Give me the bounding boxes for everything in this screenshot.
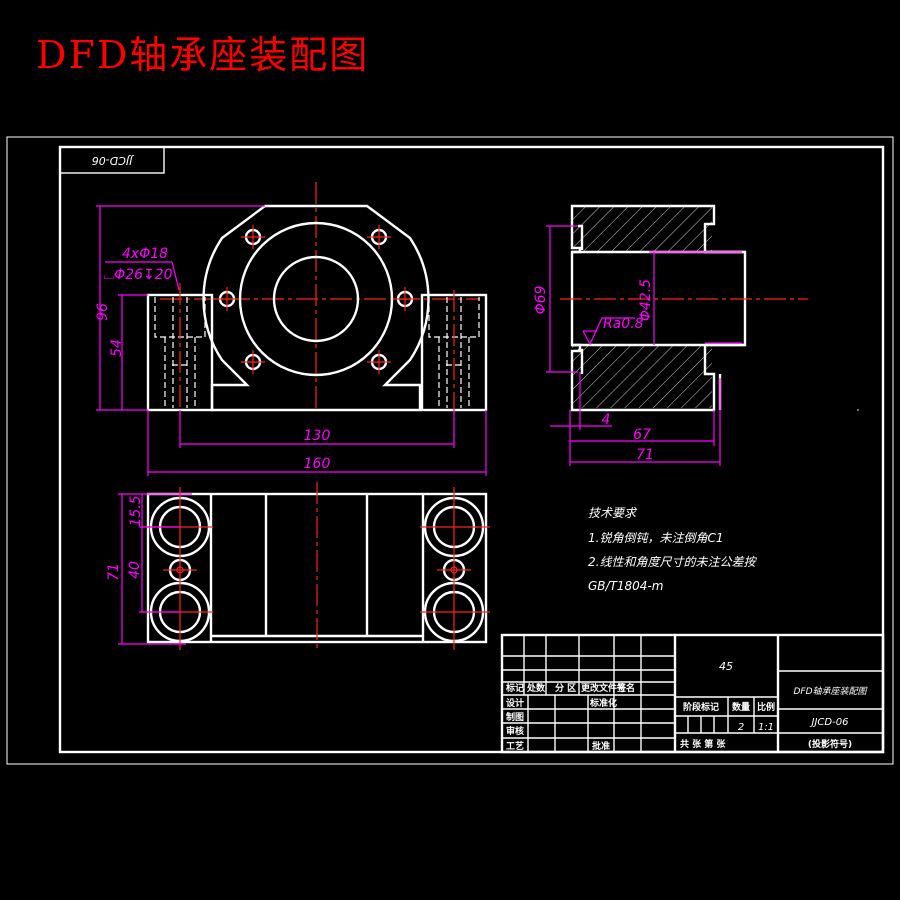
tb-projection: (投影符号) xyxy=(808,738,852,750)
right-bolt-group xyxy=(420,487,490,650)
bolt-holes xyxy=(215,225,417,374)
dim-edge: 15.5 xyxy=(128,495,144,526)
tech-line-2: 2.线性和角度尺寸的未注公差按 xyxy=(588,555,757,569)
dim-length-total: 71 xyxy=(636,447,654,463)
dim-spacing: 40 xyxy=(127,561,143,579)
tb-header-3: 更改文件号 xyxy=(581,682,626,694)
dim-bore-dia: Φ42.5 xyxy=(638,279,654,321)
tb-qty-label: 数量 xyxy=(732,701,750,713)
dim-shoulder: 4 xyxy=(602,412,611,428)
drawing-code-mirrored: JJCD-06 xyxy=(92,154,135,167)
tech-heading: 技术要求 xyxy=(588,506,638,520)
tb-part-name: DFD轴承座装配图 xyxy=(793,686,868,697)
dim-outer-dia: Φ69 xyxy=(533,285,549,314)
tb-material: 45 xyxy=(719,660,733,673)
dim-depth: 71 xyxy=(106,563,122,581)
left-bolt-group xyxy=(142,487,213,650)
tb-header-1: 处数 xyxy=(526,682,546,694)
tech-line-1: 1.锐角倒钝，未注倒角C1 xyxy=(588,531,723,545)
dim-height-base: 54 xyxy=(109,339,125,357)
tb-scale: 1:1 xyxy=(758,722,774,733)
flange-outline xyxy=(202,204,430,412)
tb-row-process: 工艺 xyxy=(506,740,524,752)
front-view: 96 54 130 160 4xΦ18 ⌴Φ26↧20 xyxy=(95,182,488,476)
bore-circle xyxy=(272,255,360,343)
dim-height-total: 96 xyxy=(95,303,111,321)
front-dimensions: 96 54 130 160 4xΦ18 ⌴Φ26↧20 xyxy=(95,205,487,476)
hole-callout-2: ⌴Φ26↧20 xyxy=(103,267,173,283)
tb-approve-label: 批准 xyxy=(592,740,610,752)
tech-line-3: GB/T1804-m xyxy=(588,579,663,593)
tb-header-0: 标记 xyxy=(505,682,524,694)
outer-frame xyxy=(6,136,894,765)
hole-callout-1: 4xΦ18 xyxy=(122,246,168,262)
tech-requirements: 技术要求 1.锐角倒钝，未注倒角C1 2.线性和角度尺寸的未注公差按 GB/T1… xyxy=(588,506,757,593)
roughness-label: Ra0.8 xyxy=(603,316,644,332)
tb-sheet-label: 共 张 第 张 xyxy=(680,738,726,750)
drawing-title: DFD轴承座装配图 xyxy=(36,33,370,77)
tb-std-label: 标准化 xyxy=(589,697,617,709)
tb-stage-label: 阶段标记 xyxy=(683,701,719,713)
inner-frame xyxy=(58,145,885,754)
section-dimensions: Φ69 Φ42.5 Ra0.8 4 67 71 xyxy=(533,225,742,466)
dim-hole-spacing: 130 xyxy=(304,428,331,444)
title-block: 标记 处数 分 区 更改文件号 签名 设计 制图 审核 工艺 标准化 批准 45… xyxy=(500,633,885,754)
tb-scale-label: 比例 xyxy=(757,701,775,713)
tb-drawing-no: JJCD-06 xyxy=(810,717,849,728)
tb-row-design: 设计 xyxy=(506,697,524,709)
tb-quantity: 2 xyxy=(738,722,744,733)
hub-circle xyxy=(238,221,394,377)
top-view: 15.5 40 71 xyxy=(106,482,490,650)
section-view: Φ69 Φ42.5 Ra0.8 4 67 71 xyxy=(533,204,808,466)
top-dimensions: 15.5 40 71 xyxy=(106,493,192,645)
tb-row-draw: 制图 xyxy=(506,711,524,723)
tb-header-2: 分 区 xyxy=(555,682,576,694)
tb-row-check: 审核 xyxy=(506,725,524,737)
dim-length-inner: 67 xyxy=(633,427,651,443)
dim-width-total: 160 xyxy=(304,456,331,472)
code-box xyxy=(59,146,165,174)
tb-header-4: 签名 xyxy=(616,682,635,694)
